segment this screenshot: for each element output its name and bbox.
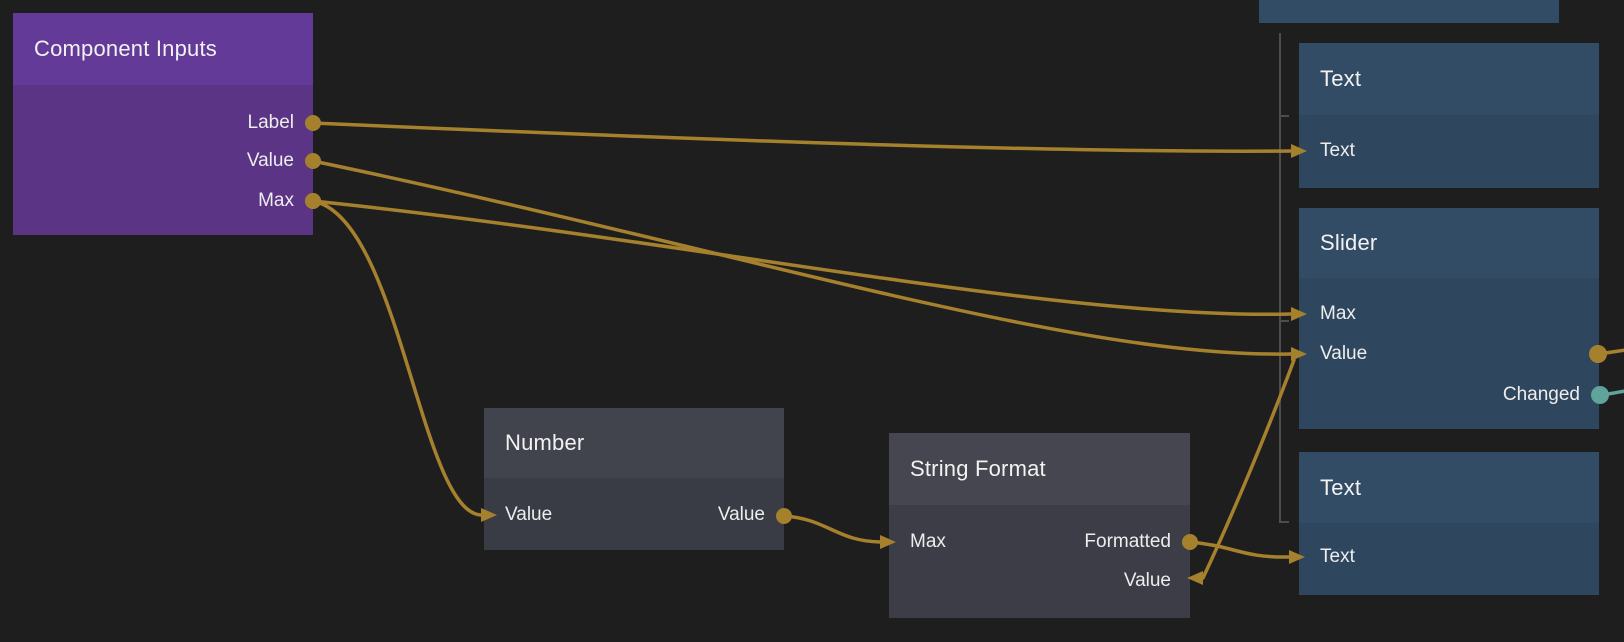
port-row-text-1-text[interactable]: Text [1299,137,1599,165]
output-port-label-changed[interactable]: Changed [1502,384,1580,405]
input-port-label-text[interactable]: Text [1320,140,1355,161]
node-header-slider[interactable]: Slider [1299,208,1599,278]
input-port-label-text[interactable]: Text [1320,546,1355,567]
node-title-string-format: String Format [910,456,1046,481]
port-row-slider-changed[interactable]: Changed [1299,381,1599,409]
input-port-label-max[interactable]: Max [1320,303,1356,324]
output-port-label-value[interactable]: Value [717,504,765,525]
port-row-string-format-value[interactable]: Value [889,567,1190,595]
node-title-text-1: Text [1320,66,1362,91]
output-port-label-value[interactable]: Value [1123,570,1171,591]
output-port-label-formatted[interactable]: Formatted [1084,531,1171,552]
node-title-number: Number [505,430,585,455]
port-row-number-value[interactable]: Value Value [484,501,784,529]
output-port-label-value[interactable]: Value [246,150,294,171]
port-row-component-inputs-max[interactable]: Max [13,187,313,215]
node-header-text-1[interactable]: Text [1299,43,1599,115]
port-row-slider-max[interactable]: Max [1299,300,1599,328]
input-port-label-max[interactable]: Max [910,531,946,552]
node-title-text-2: Text [1320,474,1362,500]
input-port-label-value[interactable]: Value [505,504,553,525]
node-header-text-2[interactable]: Text [1299,452,1599,523]
port-row-component-inputs-value[interactable]: Value [13,147,313,175]
node-header-number[interactable]: Number [484,408,784,478]
output-port-label-label[interactable]: Label [247,112,295,133]
node-header-component-inputs[interactable]: Component Inputs [13,13,313,85]
node-header-clipped-node[interactable] [1259,0,1559,23]
node-title-slider: Slider [1320,230,1378,255]
port-row-component-inputs-label[interactable]: Label [13,109,313,137]
port-row-string-format-max[interactable]: Max Formatted [889,528,1190,556]
port-row-text-2-text[interactable]: Text [1299,543,1599,571]
output-port-label-max[interactable]: Max [258,190,294,211]
node-clipped-node[interactable] [1259,0,1559,23]
input-port-label-value[interactable]: Value [1320,343,1368,364]
node-header-string-format[interactable]: String Format [889,433,1190,505]
node-title-component-inputs: Component Inputs [34,36,217,61]
port-row-slider-value[interactable]: Value [1299,340,1599,368]
